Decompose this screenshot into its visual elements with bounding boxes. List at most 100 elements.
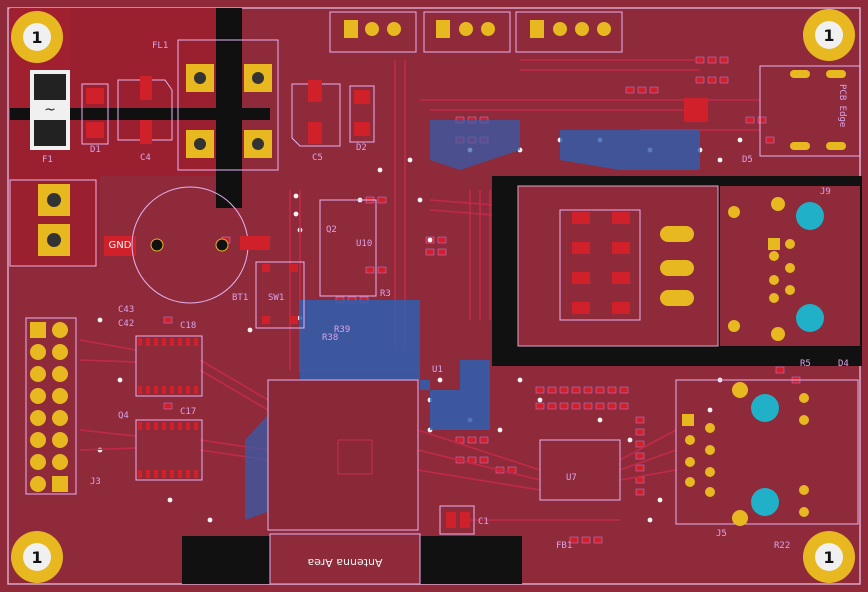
cap-c1[interactable] xyxy=(439,505,475,535)
ic-top-right[interactable] xyxy=(684,98,708,122)
mounting-hole-top-left[interactable]: 1 xyxy=(11,11,63,63)
c42-label: C42 xyxy=(118,319,134,329)
r22-label: R22 xyxy=(774,541,790,551)
cap-c4[interactable] xyxy=(117,79,173,141)
ic-pin xyxy=(138,338,142,346)
phy-u7[interactable] xyxy=(539,439,621,501)
q2-label: Q2 xyxy=(326,225,337,235)
q4-label: Q4 xyxy=(118,411,129,421)
mounting-hole-bottom-left[interactable]: 1 xyxy=(11,531,63,583)
gnd-label: GND xyxy=(109,240,132,251)
eth-jumper-pads[interactable] xyxy=(660,226,694,306)
smd-pad xyxy=(547,402,557,410)
sw1-pads xyxy=(262,264,298,324)
smd-pad xyxy=(635,476,645,484)
smd-pad xyxy=(775,366,785,374)
via xyxy=(737,137,743,143)
r39-label: R39 xyxy=(334,325,350,335)
mounting-hole-label: 1 xyxy=(31,28,42,47)
rj45-jack-j9[interactable] xyxy=(728,197,824,341)
r5-label: R5 xyxy=(800,359,811,369)
esp32-module[interactable] xyxy=(267,379,419,531)
smd-pad xyxy=(635,464,645,472)
j5-label: J5 xyxy=(716,529,727,539)
c5-pad-b xyxy=(308,122,322,144)
esp32-ground-pad xyxy=(337,439,373,475)
smd-pad xyxy=(571,386,581,394)
smd-pad xyxy=(163,402,173,410)
smd-pad xyxy=(479,456,489,464)
smd-pad xyxy=(707,56,717,64)
via xyxy=(207,517,213,523)
bt1-pad-pos xyxy=(215,238,229,252)
ic-pin xyxy=(194,470,198,478)
smd-pad xyxy=(467,436,477,444)
smd-pad xyxy=(707,76,717,84)
bt1-label: BT1 xyxy=(232,293,248,303)
header-j3[interactable] xyxy=(25,317,77,495)
regulator-u10[interactable] xyxy=(319,199,377,297)
smd-pad xyxy=(695,76,705,84)
eth-transformer-u6[interactable] xyxy=(559,209,641,321)
via xyxy=(427,237,433,243)
switch-sw1[interactable] xyxy=(255,261,305,329)
copper-trace xyxy=(619,429,677,461)
power-terminal[interactable] xyxy=(9,179,97,267)
smd-pad xyxy=(635,440,645,448)
smd-pad xyxy=(745,116,755,124)
connector-top-3[interactable] xyxy=(515,11,623,53)
c18-label: C18 xyxy=(180,321,196,331)
antenna-outline xyxy=(269,533,421,585)
antenna-area-label: Antenna Area xyxy=(307,556,382,569)
filter-fl1[interactable] xyxy=(177,39,279,171)
mounting-hole-bottom-right[interactable]: 1 xyxy=(803,531,855,583)
gnd-testpoint[interactable] xyxy=(104,236,136,256)
usb-pads xyxy=(790,70,846,150)
mounting-hole-label: 1 xyxy=(823,548,834,567)
copper-pour-top-mid xyxy=(430,120,520,170)
ic-q3[interactable] xyxy=(135,335,203,397)
u10-label: U10 xyxy=(356,239,372,249)
mounting-hole-top-right[interactable]: 1 xyxy=(803,9,855,61)
smd-pad xyxy=(583,402,593,410)
fuse-f1[interactable]: ~ xyxy=(30,70,70,150)
c5-pad-a xyxy=(308,80,322,102)
d5-label: D5 xyxy=(742,155,753,165)
smd-pad xyxy=(635,416,645,424)
smd-pad xyxy=(437,236,447,244)
ic-pin xyxy=(154,386,158,394)
d2-pad-b xyxy=(354,122,370,136)
copper-trace xyxy=(79,339,137,351)
ic-pin xyxy=(170,338,174,346)
cap-c5[interactable] xyxy=(291,83,341,147)
ic-pin xyxy=(170,470,174,478)
via xyxy=(497,427,503,433)
ic-pin xyxy=(138,470,142,478)
ic-pin xyxy=(138,386,142,394)
smd-pad xyxy=(635,452,645,460)
connector-top-1[interactable] xyxy=(329,11,417,53)
connector-top-2[interactable] xyxy=(423,11,511,53)
smd-pad xyxy=(569,536,579,544)
smd-pad xyxy=(535,402,545,410)
rj45-jack-j5[interactable] xyxy=(682,382,809,526)
ic-pin xyxy=(194,386,198,394)
diode-d1[interactable] xyxy=(81,83,109,145)
f1-label: F1 xyxy=(42,155,53,165)
ic-pin xyxy=(146,470,150,478)
ic-pin xyxy=(146,422,150,430)
smd-pad xyxy=(559,402,569,410)
diode-d2[interactable] xyxy=(349,85,375,143)
smd-pad xyxy=(163,316,173,324)
bt1-smd-pad xyxy=(240,236,270,250)
smd-pad xyxy=(635,428,645,436)
j3-label: J3 xyxy=(90,477,101,487)
ic-pin xyxy=(178,422,182,430)
smd-pad xyxy=(595,402,605,410)
smd-pad xyxy=(547,386,557,394)
smd-pad xyxy=(365,266,375,274)
usb-connector[interactable] xyxy=(759,65,861,157)
ic-q4[interactable] xyxy=(135,419,203,481)
